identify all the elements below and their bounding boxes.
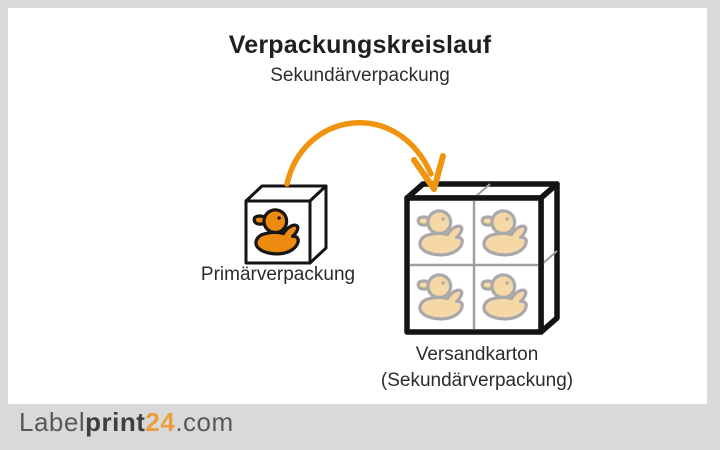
logo-part-domain: .com — [175, 407, 234, 437]
curved-arrow-icon — [284, 120, 446, 192]
page-subtitle: Sekundärverpackung — [270, 65, 450, 86]
primary-package-label: Primärverpackung — [200, 264, 356, 285]
shipping-carton-label-line2: (Sekundärverpackung) — [380, 370, 574, 391]
diagram-card — [8, 8, 707, 404]
primary-package-box-icon — [244, 184, 328, 265]
logo-part-label: Label — [19, 407, 86, 437]
logo-part-print: print — [85, 407, 146, 437]
logo-part-number: 24 — [145, 407, 176, 437]
shipping-carton-icon — [404, 181, 560, 335]
labelprint24-logo: Labelprint24.com — [19, 407, 234, 438]
shipping-carton-label-line1: Versandkarton — [415, 344, 539, 365]
page-title: Verpackungskreislauf — [228, 31, 492, 59]
shipping-carton-label: Versandkarton (Sekundärverpackung) — [357, 342, 597, 394]
